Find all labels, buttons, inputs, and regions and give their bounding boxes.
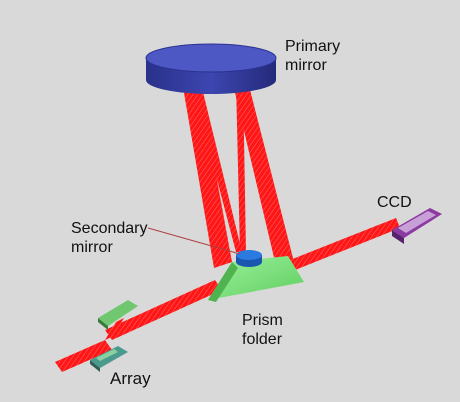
ccd-label: CCD xyxy=(377,194,412,211)
ccd-detector xyxy=(392,208,442,244)
beam-primary-to-prism xyxy=(183,80,294,268)
prism-folder-label: Prism folder xyxy=(242,312,283,348)
array-plate-lower xyxy=(90,346,128,372)
beam-array-to-prism xyxy=(55,280,222,372)
primary-mirror-label: Primary mirror xyxy=(285,38,341,74)
secondary-mirror-label: Secondary mirror xyxy=(71,220,148,256)
secondary-mirror xyxy=(236,250,262,267)
array-label: Array xyxy=(110,369,151,388)
array-plate-upper xyxy=(98,300,138,330)
beam-prism-to-ccd xyxy=(285,218,400,272)
prism-folder xyxy=(208,256,304,302)
secondary-mirror-leader xyxy=(147,227,241,255)
primary-mirror xyxy=(145,43,277,94)
